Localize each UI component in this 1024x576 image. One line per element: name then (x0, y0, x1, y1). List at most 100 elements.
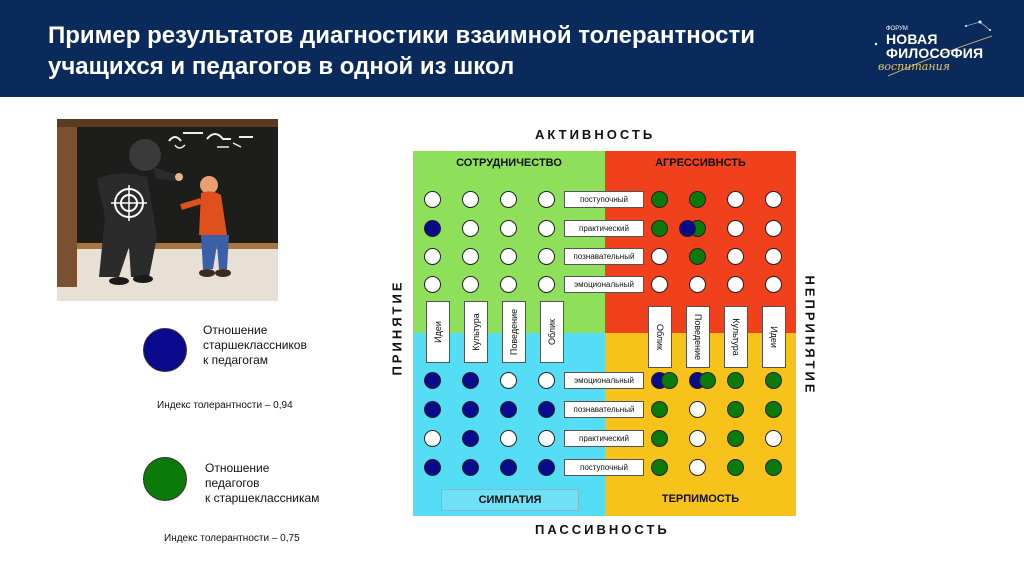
quadrant-sympathy-label: СИМПАТИЯ (441, 489, 579, 511)
dot-bottom-left-2-2 (462, 401, 479, 418)
row-label-bottom-3: практический (564, 430, 644, 447)
row-label-top-2: практический (564, 220, 644, 237)
dot-bottom-right-3-1 (651, 430, 668, 447)
dot-top-left-3-4 (538, 248, 555, 265)
quadrant-tolerance-label: ТЕРПИМОСТЬ (661, 493, 740, 505)
dot-top-right-4-1 (651, 276, 668, 293)
dot-top-right-1-2 (689, 191, 706, 208)
dot-bottom-right-2-4 (765, 401, 782, 418)
row-label-bottom-1: эмоциональный (564, 372, 644, 389)
dot-bottom-right-2-2 (689, 401, 706, 418)
dot-top-left-2-3 (500, 220, 517, 237)
dot-top-left-4-1 (424, 276, 441, 293)
legend-teachers-label: Отношение педагогов к старшеклассникам (205, 461, 320, 505)
dot-bottom-right-3-3 (727, 430, 744, 447)
dot-bottom-right-4-2 (689, 459, 706, 476)
column-label-left-4: Облик (540, 301, 564, 363)
dot-bottom-right-4-4 (765, 459, 782, 476)
axis-bottom-label: ПАССИВНОСТЬ (535, 522, 670, 537)
dot-bottom-left-3-3 (500, 430, 517, 447)
students-index: Индекс толерантности – 0,94 (157, 400, 293, 411)
dot-bottom-left-4-4 (538, 459, 555, 476)
dot-bottom-right-1-3 (727, 372, 744, 389)
dot-top-right-2-3 (727, 220, 744, 237)
row-label-bottom-4: поступочный (564, 459, 644, 476)
column-label-left-3: Поведение (502, 301, 526, 363)
dot-bottom-left-4-1 (424, 459, 441, 476)
constellation-icon (874, 20, 993, 77)
dot-bottom-left-3-1 (424, 430, 441, 447)
dot-top-left-2-1 (424, 220, 441, 237)
row-label-bottom-2: познавательный (564, 401, 644, 418)
dot-top-left-2-2 (462, 220, 479, 237)
dot-bottom-right-1-4 (765, 372, 782, 389)
dot-top-left-4-2 (462, 276, 479, 293)
dot-bottom-right-2-3 (727, 401, 744, 418)
column-label-right-3: Культура (724, 306, 748, 368)
dot-bottom-left-3-4 (538, 430, 555, 447)
dot-top-left-4-3 (500, 276, 517, 293)
dot-bottom-left-1-4 (538, 372, 555, 389)
dot-bottom-right-extra-1 (661, 372, 678, 389)
dot-top-right-3-3 (727, 248, 744, 265)
forum-logo: ФОРУМ НОВАЯ ФИЛОСОФИЯ воспитания (868, 14, 998, 84)
page-title: Пример результатов диагностики взаимной … (48, 22, 755, 80)
column-label-left-1: Идеи (426, 301, 450, 363)
dot-top-left-4-4 (538, 276, 555, 293)
column-label-right-4: Идеи (762, 306, 786, 368)
dot-bottom-left-4-2 (462, 459, 479, 476)
dot-top-right-3-1 (651, 248, 668, 265)
teacher-student-cartoon (57, 119, 278, 301)
dot-top-left-2-4 (538, 220, 555, 237)
column-label-right-2: Поведение (686, 306, 710, 368)
dot-top-right-1-4 (765, 191, 782, 208)
dot-top-right-2-4 (765, 220, 782, 237)
dot-top-left-3-3 (500, 248, 517, 265)
dot-top-right-4-2 (689, 276, 706, 293)
dot-bottom-left-1-1 (424, 372, 441, 389)
dot-bottom-right-4-1 (651, 459, 668, 476)
row-label-top-1: поступочный (564, 191, 644, 208)
header-bar: Пример результатов диагностики взаимной … (0, 0, 1024, 97)
dot-bottom-right-3-2 (689, 430, 706, 447)
dot-top-left-1-4 (538, 191, 555, 208)
column-label-left-2: Культура (464, 301, 488, 363)
axis-left-label: ПРИНЯТИЕ (389, 279, 405, 376)
dot-bottom-left-4-3 (500, 459, 517, 476)
legend-students-label: Отношение старшеклассников к педагогам (203, 323, 307, 367)
legend-teachers-dot (143, 457, 187, 501)
column-label-right-1: Облик (648, 306, 672, 368)
dot-top-left-1-1 (424, 191, 441, 208)
axis-top-label: АКТИВНОСТЬ (535, 127, 656, 142)
dot-top-right-1-3 (727, 191, 744, 208)
dot-bottom-left-2-3 (500, 401, 517, 418)
dot-bottom-right-4-3 (727, 459, 744, 476)
dot-top-right-1-1 (651, 191, 668, 208)
dot-top-right-3-4 (765, 248, 782, 265)
dot-top-right-4-4 (765, 276, 782, 293)
dot-top-right-3-2 (689, 248, 706, 265)
dot-bottom-left-2-1 (424, 401, 441, 418)
dot-bottom-left-1-3 (500, 372, 517, 389)
logo-script: воспитания (878, 60, 950, 73)
tolerance-matrix: СОТРУДНИЧЕСТВО АГРЕССИВНСТЬ СИМПАТИЯ ТЕР… (413, 151, 796, 516)
dot-bottom-right-3-4 (765, 430, 782, 447)
teachers-index: Индекс толерантности – 0,75 (164, 533, 300, 544)
dot-bottom-right-extra-2 (699, 372, 716, 389)
legend-students-dot (143, 328, 187, 372)
dot-bottom-right-2-1 (651, 401, 668, 418)
logo-small-text: ФОРУМ (886, 26, 908, 32)
logo-line-1: НОВАЯ (886, 31, 938, 47)
dot-top-left-1-2 (462, 191, 479, 208)
row-label-top-4: эмоциональный (564, 276, 644, 293)
dot-bottom-left-3-2 (462, 430, 479, 447)
row-label-top-3: познавательный (564, 248, 644, 265)
axis-right-label: НЕПРИНЯТИЕ (802, 275, 818, 396)
quadrant-aggression-label: АГРЕССИВНСТЬ (655, 157, 746, 169)
dot-top-right-extra (679, 220, 696, 237)
dot-top-left-1-3 (500, 191, 517, 208)
dot-top-right-2-1 (651, 220, 668, 237)
dot-top-left-3-1 (424, 248, 441, 265)
dot-bottom-left-1-2 (462, 372, 479, 389)
dot-bottom-left-2-4 (538, 401, 555, 418)
